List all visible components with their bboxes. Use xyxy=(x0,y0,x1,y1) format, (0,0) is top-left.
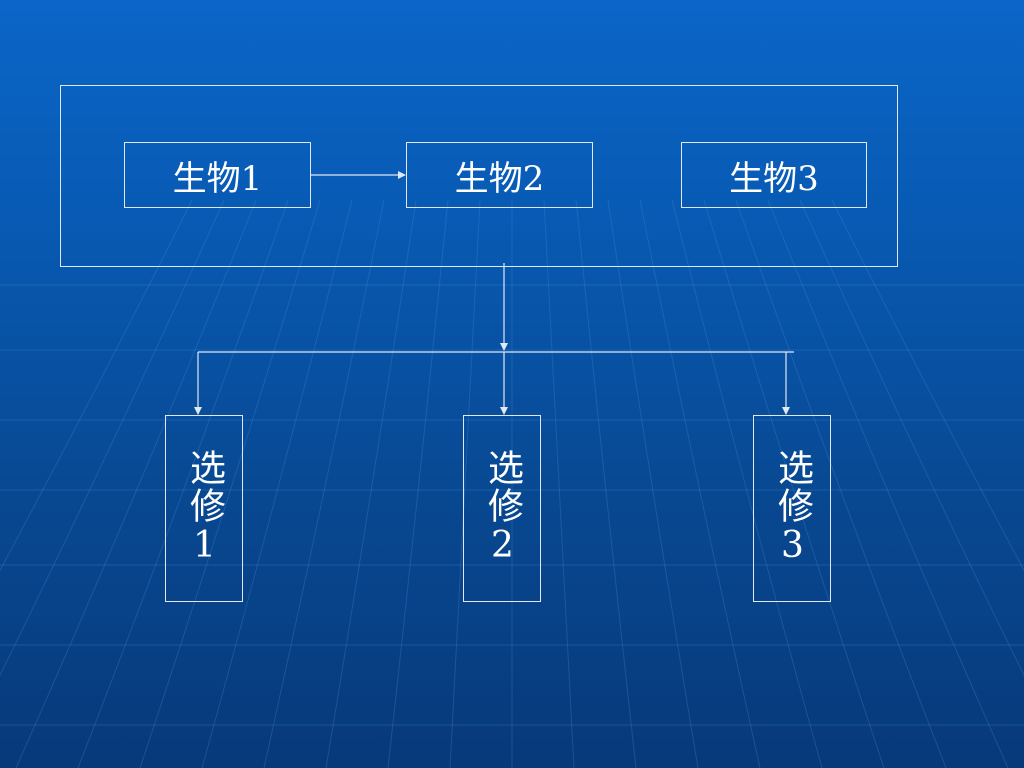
grid-meridian xyxy=(263,199,385,768)
node-elective-3: 选修3 xyxy=(753,415,831,602)
node-elective-1-label: 选修1 xyxy=(184,449,225,568)
grid-meridian xyxy=(703,199,885,768)
grid-meridian xyxy=(201,199,353,768)
grid-meridian xyxy=(575,199,637,768)
node-biology-1-label: 生物1 xyxy=(172,158,263,199)
biology-group-frame xyxy=(60,85,898,267)
node-biology-3-label: 生物3 xyxy=(729,158,819,199)
node-biology-2: 生物2 xyxy=(406,142,593,208)
grid-meridian xyxy=(325,199,417,768)
grid-meridian xyxy=(15,199,257,768)
grid-meridian xyxy=(639,199,761,768)
grid-meridian xyxy=(767,199,1009,768)
grid-meridian xyxy=(387,199,449,768)
node-biology-2-label: 生物2 xyxy=(454,158,545,199)
grid-meridian xyxy=(0,199,193,572)
grid-meridian xyxy=(799,199,1024,677)
grid-meridian xyxy=(77,199,289,768)
node-biology-3: 生物3 xyxy=(681,142,867,208)
node-elective-3-label: 选修3 xyxy=(772,449,813,568)
grid-meridian xyxy=(449,199,481,768)
grid-meridian xyxy=(607,199,699,768)
grid-meridian xyxy=(543,199,575,768)
node-elective-2: 选修2 xyxy=(463,415,541,602)
grid-meridian xyxy=(139,199,321,768)
node-elective-2-label: 选修2 xyxy=(482,449,523,568)
grid-meridian xyxy=(671,199,823,768)
node-elective-1: 选修1 xyxy=(165,415,243,602)
node-biology-1: 生物1 xyxy=(124,142,311,208)
grid-meridian xyxy=(831,199,1024,572)
grid-meridian xyxy=(735,199,947,768)
grid-meridian xyxy=(0,199,225,677)
